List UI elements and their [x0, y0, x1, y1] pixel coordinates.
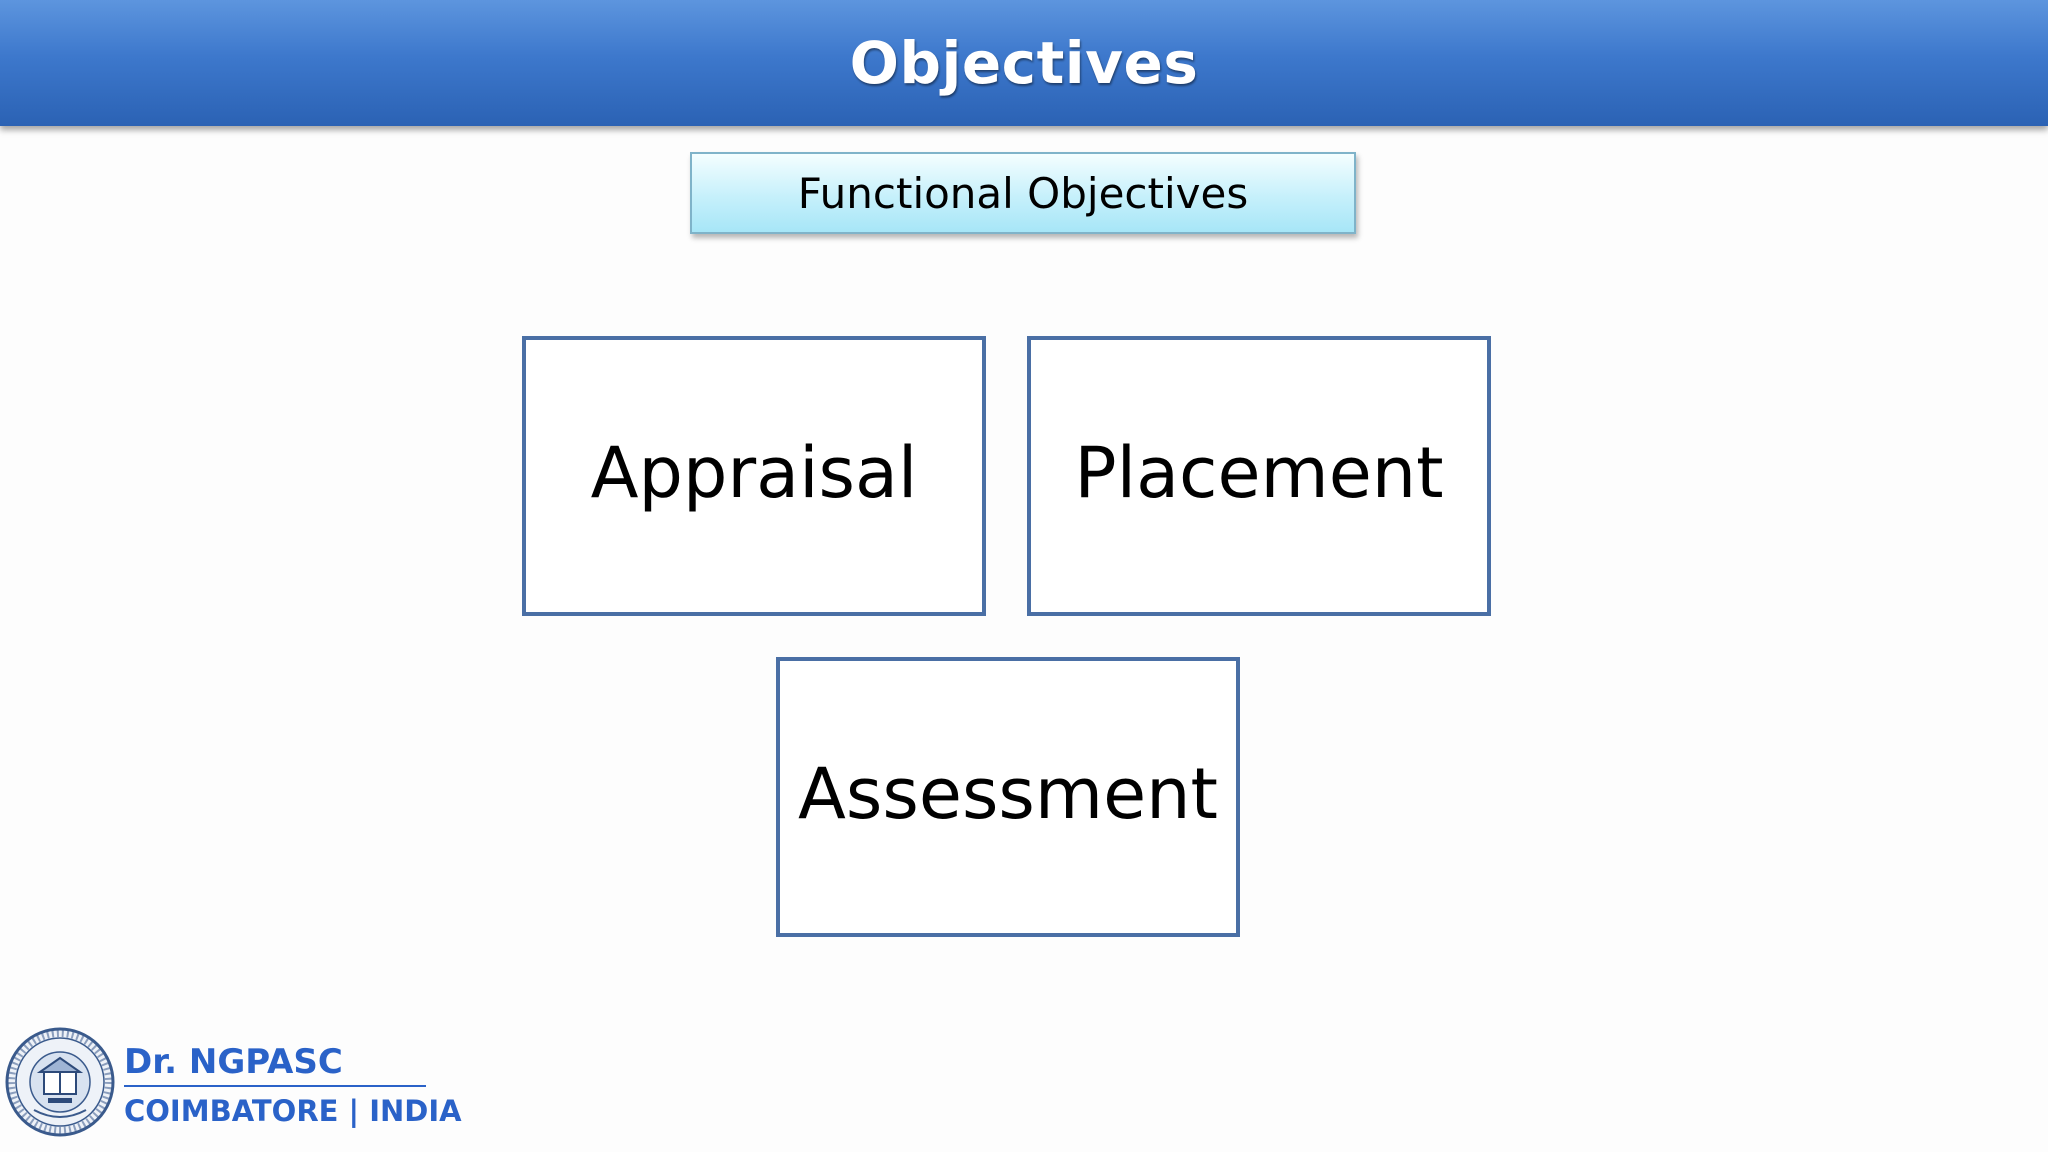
- college-seal-icon: [5, 1027, 115, 1137]
- institution-name: Dr. NGPASC: [124, 1042, 343, 1082]
- objective-label-placement: Placement: [1074, 432, 1444, 514]
- subtitle-box: Functional Objectives: [690, 152, 1356, 234]
- objective-label-appraisal: Appraisal: [590, 432, 918, 514]
- objective-box-assessment: Assessment: [776, 657, 1240, 937]
- objective-label-assessment: Assessment: [798, 753, 1218, 835]
- slide-title: Objectives: [849, 29, 1199, 97]
- footer-divider: [124, 1085, 426, 1087]
- objective-box-placement: Placement: [1027, 336, 1491, 616]
- title-bar: Objectives: [0, 0, 2048, 126]
- objective-box-appraisal: Appraisal: [522, 336, 986, 616]
- institution-location: COIMBATORE | INDIA: [124, 1094, 462, 1128]
- subtitle-label: Functional Objectives: [797, 168, 1249, 218]
